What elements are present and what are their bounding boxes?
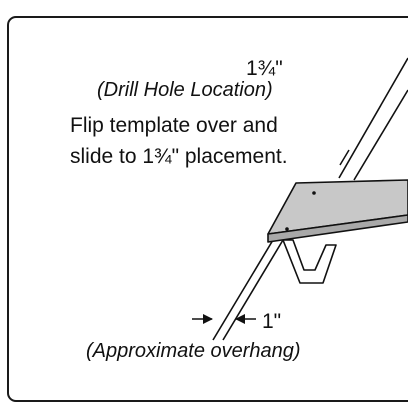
- leader-line: [339, 149, 350, 166]
- template-edge-line: [338, 57, 408, 179]
- template-edge-line: [212, 239, 274, 341]
- arrowhead-left: [235, 314, 245, 324]
- top-dimension-label: 1¾": [246, 57, 283, 80]
- board-front-face: [267, 214, 408, 243]
- drill-hole-mark: [285, 227, 289, 231]
- illustration-frame: [7, 16, 408, 402]
- support-bracket: [282, 239, 337, 284]
- instruction-line-2: slide to 1¾" placement.: [70, 145, 288, 168]
- drill-hole-mark: [312, 191, 316, 195]
- overhang-note: (Approximate overhang): [86, 340, 301, 362]
- bottom-dimension-label: 1": [262, 310, 282, 333]
- drill-hole-note: (Drill Hole Location): [97, 79, 273, 101]
- template-edge-line: [222, 239, 284, 341]
- arrowhead-right: [203, 314, 213, 324]
- template-edge-line: [353, 89, 408, 181]
- instruction-line-1: Flip template over and: [70, 114, 278, 137]
